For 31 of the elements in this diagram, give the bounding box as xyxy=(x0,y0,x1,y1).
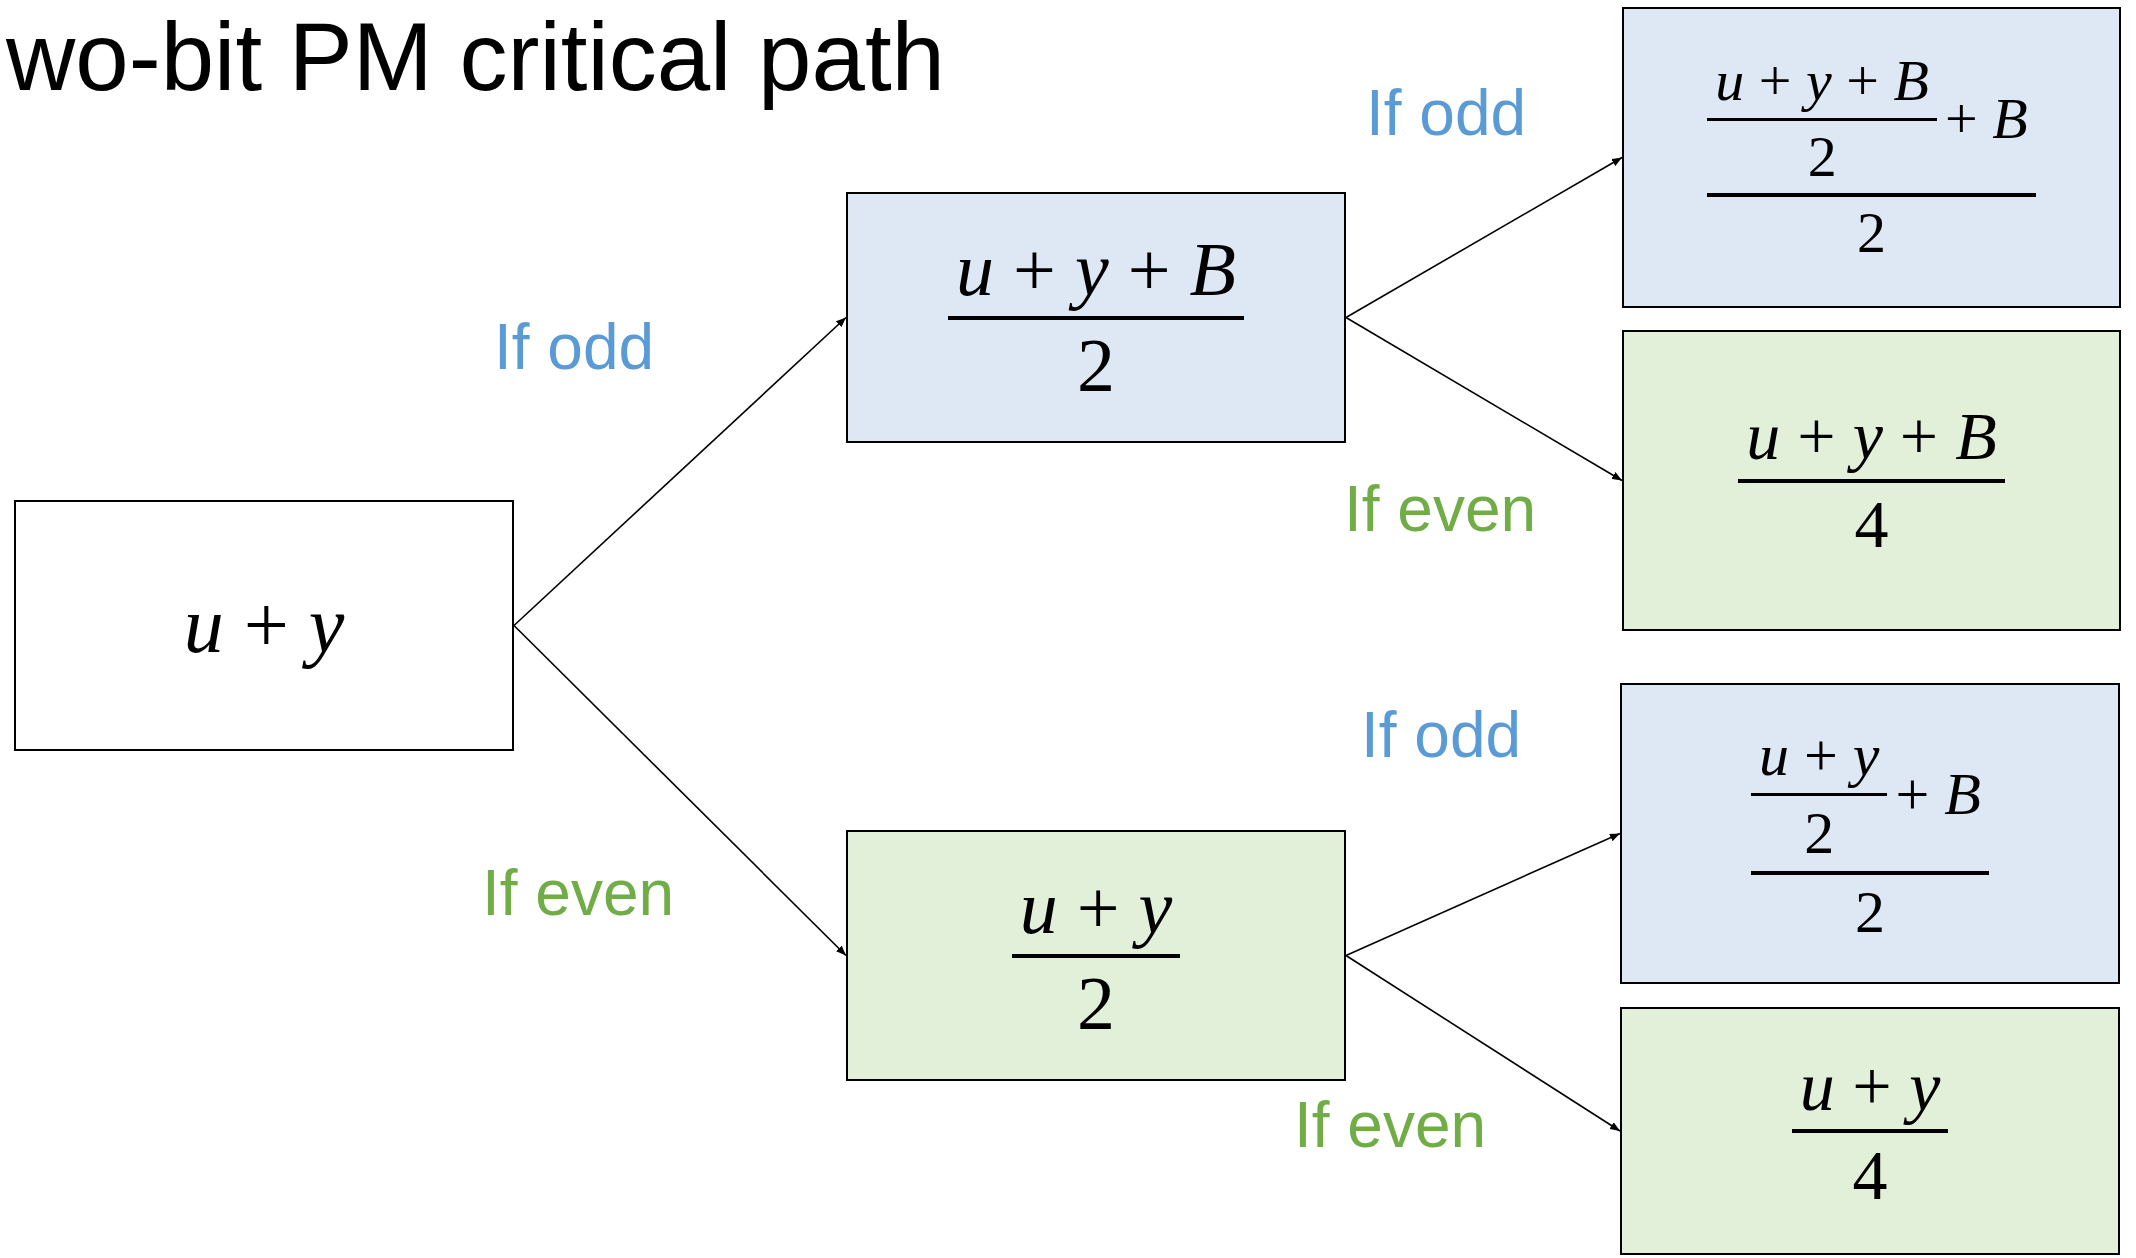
fraction-numerator: u + y + B xyxy=(1714,50,1930,112)
fraction-numerator: u + y xyxy=(1018,867,1174,948)
fraction-denominator: 2 xyxy=(1076,325,1116,406)
fraction-denominator: 2 xyxy=(1854,880,1886,944)
formula-box xyxy=(846,192,1346,443)
formula-box xyxy=(1622,7,2121,308)
fraction-numerator: u + y + B xyxy=(955,229,1237,310)
formula-box xyxy=(14,500,514,751)
formula-box xyxy=(1620,1007,2120,1255)
arrow xyxy=(1345,316,1623,482)
fraction-numerator: u + y xyxy=(1758,723,1881,787)
fraction-numerator: u + y + B xyxy=(1745,401,1998,473)
fraction-denominator: 2 xyxy=(1076,963,1116,1044)
math-term: + B xyxy=(1894,762,1982,826)
arrow xyxy=(1345,954,1621,1132)
title: wo-bit PM critical path xyxy=(6,2,946,112)
arrow xyxy=(1345,156,1623,319)
formula-box xyxy=(1622,330,2121,631)
fraction-denominator: 2 xyxy=(1803,801,1836,865)
math-term: + B xyxy=(1944,88,2029,150)
fraction-numerator: u + y xyxy=(1798,1049,1942,1123)
formula-box xyxy=(846,830,1346,1081)
formula-box xyxy=(1620,683,2120,984)
arrow xyxy=(513,316,847,627)
fraction-denominator: 4 xyxy=(1851,1139,1889,1213)
arrow xyxy=(513,624,847,957)
fraction-denominator: 2 xyxy=(1806,126,1838,188)
arrow xyxy=(1345,832,1621,957)
math-expression: u + y xyxy=(183,580,345,671)
fraction-denominator: 4 xyxy=(1853,488,1890,560)
fraction-denominator: 2 xyxy=(1856,203,1887,265)
